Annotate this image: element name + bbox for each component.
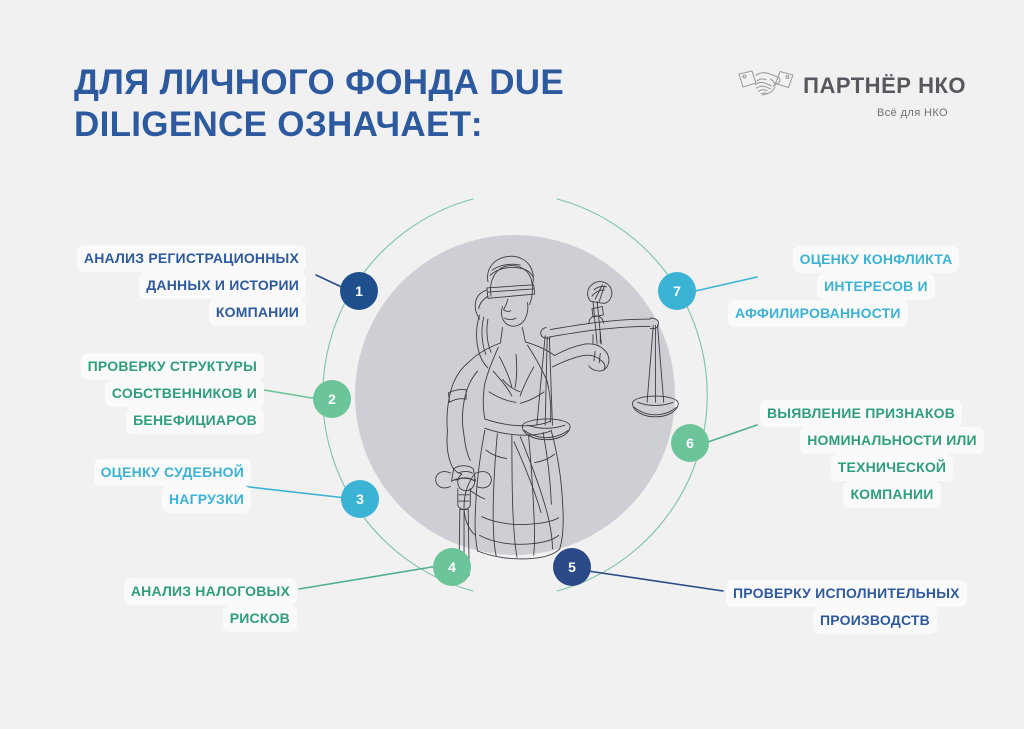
page-title-line-1: ДЛЯ ЛИЧНОГО ФОНДА DUE [74, 63, 565, 102]
node-4-number: 4 [448, 559, 456, 575]
page-title-line-2: DILIGENCE ОЗНАЧАЕТ: [74, 105, 483, 144]
center-disc [355, 235, 675, 555]
label-5-line-1: ПРОВЕРКУ ИСПОЛНИТЕЛЬНЫХ [726, 580, 967, 607]
label-item-7: ОЦЕНКУ КОНФЛИКТА ИНТЕРЕСОВ И АФФИЛИРОВАН… [728, 246, 1024, 327]
label-6-line-2: НОМИНАЛЬНОСТИ ИЛИ [800, 427, 984, 454]
node-3[interactable]: 3 [341, 480, 379, 518]
brand-logo: ПАРТНЁР НКО Всё для НКО [737, 66, 966, 119]
connector-7 [690, 276, 758, 293]
label-item-1: АНАЛИЗ РЕГИСТРАЦИОННЫХ ДАННЫХ И ИСТОРИИ … [0, 245, 306, 326]
connector-4 [298, 565, 439, 590]
node-2-number: 2 [328, 391, 336, 407]
node-4[interactable]: 4 [433, 548, 471, 586]
label-7-line-3: АФФИЛИРОВАННОСТИ [728, 300, 908, 327]
label-3-line-1: ОЦЕНКУ СУДЕБНОЙ [93, 459, 251, 486]
node-5[interactable]: 5 [553, 548, 591, 586]
label-1-line-1: АНАЛИЗ РЕГИСТРАЦИОННЫХ [76, 245, 306, 272]
label-4-line-2: РИСКОВ [222, 605, 297, 632]
label-6-line-3: ТЕХНИЧЕСКОЙ [830, 454, 954, 481]
connector-5 [587, 570, 724, 592]
label-2-line-1: ПРОВЕРКУ СТРУКТУРЫ [80, 353, 264, 380]
node-6[interactable]: 6 [671, 424, 709, 462]
node-6-number: 6 [686, 435, 694, 451]
label-item-2: ПРОВЕРКУ СТРУКТУРЫ СОБСТВЕННИКОВ И БЕНЕФ… [0, 353, 264, 434]
node-1-number: 1 [355, 283, 363, 299]
logo-tagline: Всё для НКО [876, 107, 948, 119]
label-6-line-4: КОМПАНИИ [843, 481, 941, 508]
connector-3 [231, 484, 347, 499]
label-3-line-2: НАГРУЗКИ [162, 486, 251, 513]
label-5-line-2: ПРОИЗВОДСТВ [812, 607, 937, 634]
label-6-line-1: ВЫЯВЛЕНИЕ ПРИЗНАКОВ [760, 400, 963, 427]
node-2[interactable]: 2 [313, 380, 351, 418]
label-item-4: АНАЛИЗ НАЛОГОВЫХ РИСКОВ [0, 578, 297, 632]
connector-6 [704, 424, 758, 444]
label-2-line-2: СОБСТВЕННИКОВ И [104, 380, 264, 407]
node-5-number: 5 [568, 559, 576, 575]
label-item-3: ОЦЕНКУ СУДЕБНОЙ НАГРУЗКИ [0, 459, 251, 513]
node-3-number: 3 [356, 491, 364, 507]
logo-name: ПАРТНЁР НКО [803, 72, 966, 98]
logo-row: ПАРТНЁР НКО [737, 66, 966, 105]
label-4-line-1: АНАЛИЗ НАЛОГОВЫХ [123, 578, 297, 605]
node-1[interactable]: 1 [340, 272, 378, 310]
label-2-line-3: БЕНЕФИЦИАРОВ [126, 407, 264, 434]
label-7-line-2: ИНТЕРЕСОВ И [817, 273, 935, 300]
connector-2 [263, 389, 319, 400]
label-1-line-2: ДАННЫХ И ИСТОРИИ [139, 272, 306, 299]
handshake-icon [737, 66, 795, 105]
page-title: ДЛЯ ЛИЧНОГО ФОНДА DUE DILIGENCE ОЗНАЧАЕТ… [74, 62, 694, 146]
label-item-6: ВЫЯВЛЕНИЕ ПРИЗНАКОВ НОМИНАЛЬНОСТИ ИЛИ ТЕ… [760, 400, 1024, 508]
label-1-line-3: КОМПАНИИ [208, 299, 306, 326]
node-7[interactable]: 7 [658, 272, 696, 310]
node-7-number: 7 [673, 283, 681, 299]
label-item-5: ПРОВЕРКУ ИСПОЛНИТЕЛЬНЫХ ПРОИЗВОДСТВ [726, 580, 1024, 634]
label-7-line-1: ОЦЕНКУ КОНФЛИКТА [792, 246, 960, 273]
